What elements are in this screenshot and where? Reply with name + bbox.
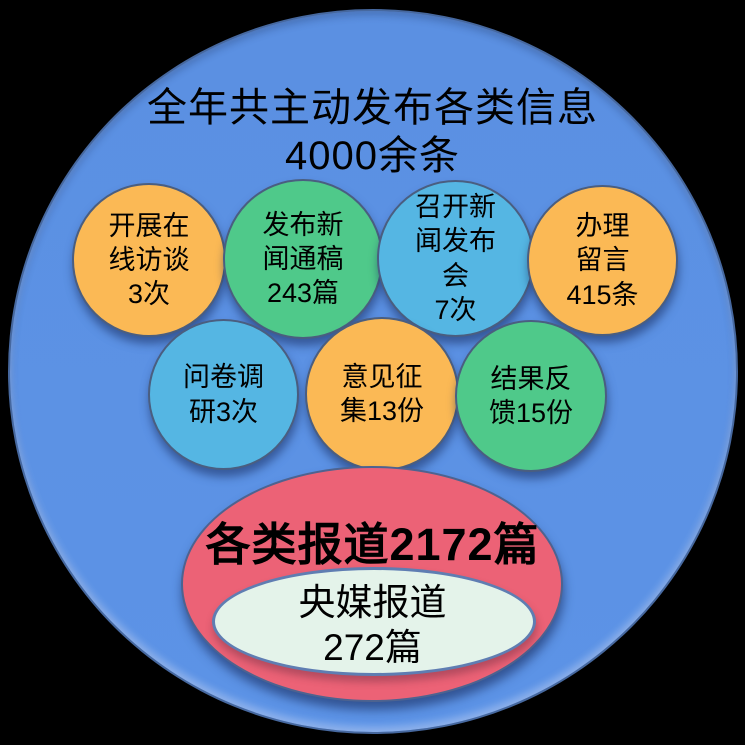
bubble-opinion-solicitation: 意见征 集13份: [305, 317, 459, 471]
bubble-label: 结果反 馈15份: [488, 363, 574, 428]
bubble-label: 办理 留言 415条: [566, 211, 639, 310]
bubble-online-interviews: 开展在 线访谈 3次: [72, 183, 226, 337]
bubble-messages-handled: 办理 留言 415条: [527, 185, 678, 336]
bubble-label: 开展在 线访谈 3次: [108, 210, 190, 309]
bubble-label: 问卷调 研3次: [183, 362, 264, 427]
bubble-press-releases: 发布新 闻通稿 243篇: [223, 179, 383, 339]
reports-label: 各类报道2172篇: [205, 519, 540, 570]
bubble-label: 召开新 闻发布 会 7次: [415, 192, 496, 325]
bubble-result-feedback: 结果反 馈15份: [455, 320, 607, 472]
bubble-questionnaire-surveys: 问卷调 研3次: [148, 319, 299, 470]
bubble-label: 发布新 闻通稿 243篇: [262, 209, 344, 308]
central-media-label: 央媒报道 272篇: [298, 582, 447, 669]
bubble-label: 意见征 集13份: [339, 361, 425, 426]
diagram-title: 全年共主动发布各类信息 4000余条: [147, 86, 598, 178]
bubble-press-conferences: 召开新 闻发布 会 7次: [377, 180, 534, 337]
central-media-ellipse: [212, 567, 536, 676]
